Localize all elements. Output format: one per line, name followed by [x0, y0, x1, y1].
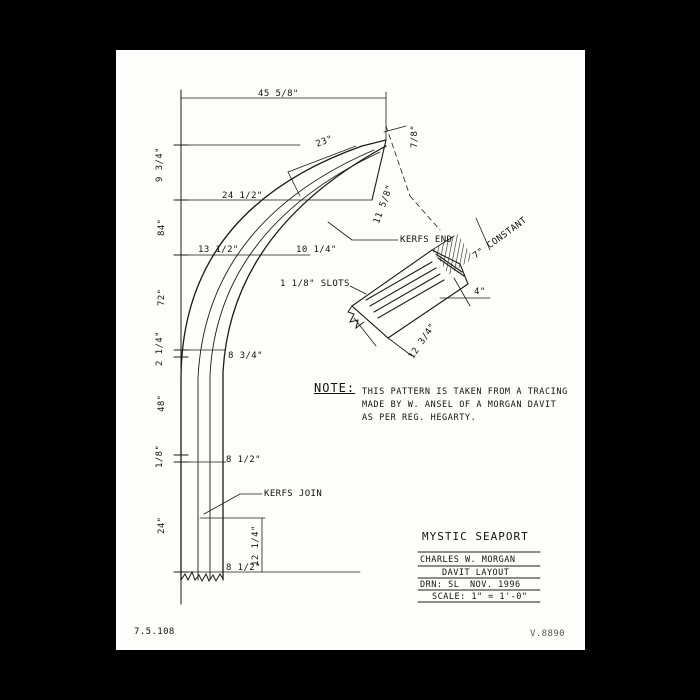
slot-detail — [347, 217, 491, 357]
title-block-lines — [417, 551, 541, 603]
davit-inner-edge — [222, 145, 387, 581]
kerfs-end-callout: KERFS END — [400, 235, 453, 245]
sheet-mark-left: 7.5.108 — [134, 627, 175, 637]
dim-end-7-8: 7/8" — [410, 124, 421, 149]
kerfs-join-callout: KERFS JOIN — [264, 489, 323, 499]
break-line — [180, 570, 224, 583]
dim-v-84: 84" — [157, 218, 167, 236]
dim-10-quarter: 10 1/4" — [296, 245, 337, 255]
diag-dimension — [287, 145, 357, 173]
extension-lines — [180, 91, 387, 573]
title-scale: SCALE: 1" = 1'-0" — [432, 592, 528, 602]
dim-13-half: 13 1/2" — [198, 245, 239, 255]
dim-24-half: 24 1/2" — [222, 191, 263, 201]
title-vessel: CHARLES W. MORGAN — [420, 555, 516, 565]
title-drawn-by: DRN: SL — [420, 580, 460, 590]
dim-v-48: 48" — [157, 394, 167, 412]
sheet-mark-right: V.8890 — [530, 629, 565, 639]
dim-8-3-4: 8 3/4" — [228, 351, 263, 361]
davit-top-end — [361, 139, 387, 147]
note-heading: NOTE: — [314, 381, 356, 395]
title-date: NOV. 1996 — [470, 580, 521, 590]
kerf-line-b — [209, 151, 381, 581]
dim-8-half-b: 8 1/2" — [226, 563, 261, 573]
title-museum: MYSTIC SEAPORT — [422, 530, 529, 543]
dim-v-24: 24" — [157, 516, 167, 534]
dim-top-width: 45 5/8" — [258, 89, 299, 99]
detail-4: 4" — [474, 287, 486, 297]
dim-v-12-1-4: 12 1/4" — [251, 525, 261, 566]
dim-v-2-1-4: 2 1/4" — [155, 331, 165, 366]
dim-8-half-a: 8 1/2" — [226, 455, 261, 465]
dim-v-9-3-4: 9 3/4" — [155, 147, 165, 182]
dim-v-72: 72" — [157, 288, 167, 306]
note-text: THIS PATTERN IS TAKEN FROM A TRACING MAD… — [362, 387, 568, 423]
dim-v-1-8: 1/8" — [155, 444, 165, 468]
kerf-line-a — [197, 149, 375, 581]
title-drawing: DAVIT LAYOUT — [442, 568, 510, 578]
slots-callout: 1 1/8" SLOTS — [280, 279, 350, 289]
davit-outer-edge — [180, 145, 363, 581]
